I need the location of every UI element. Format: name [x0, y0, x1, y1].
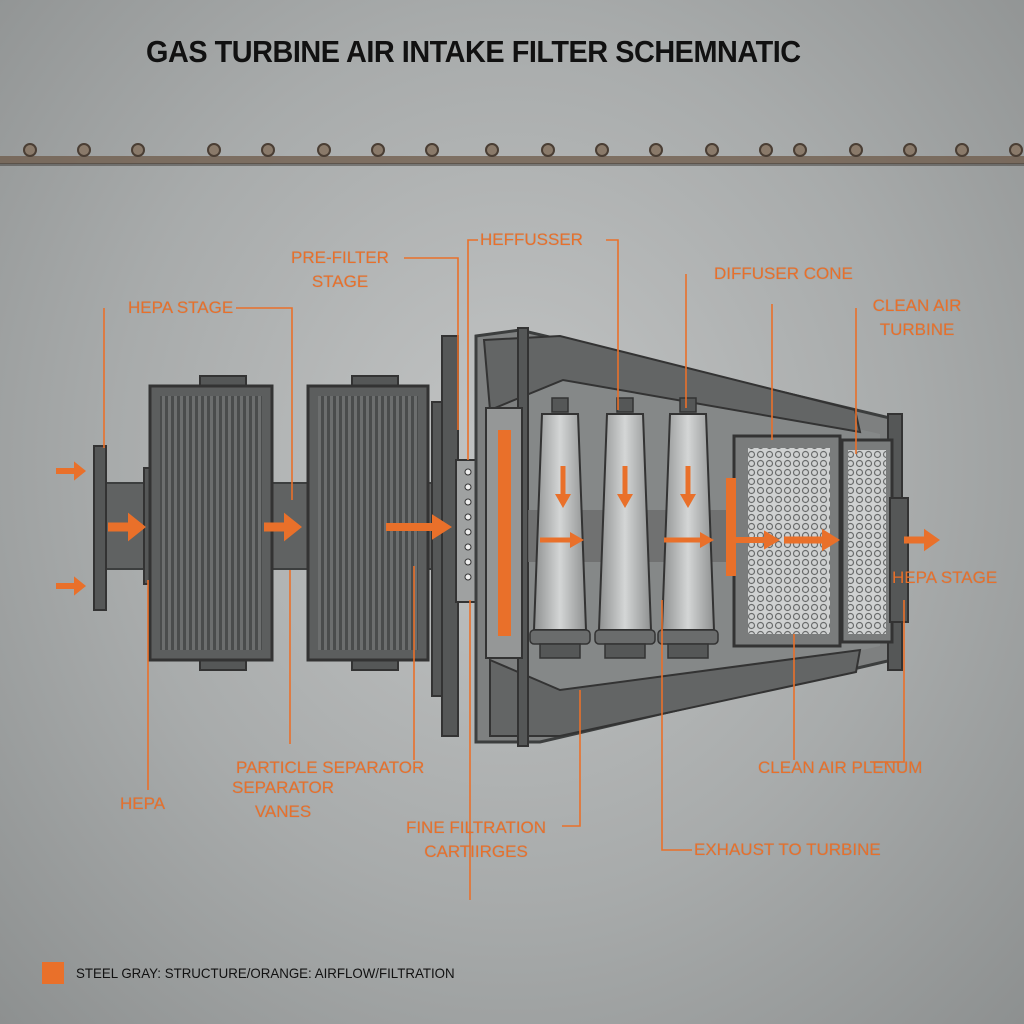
label-hepa-stage-top: HEPA STAGE — [128, 298, 234, 317]
separator-grid — [464, 468, 472, 581]
grid-dot — [464, 573, 472, 581]
rivet — [317, 143, 331, 157]
flow-arrow — [264, 512, 302, 542]
grid-dot — [464, 468, 472, 476]
rivet — [705, 143, 719, 157]
rivet — [849, 143, 863, 157]
rivet — [759, 143, 773, 157]
rivet — [23, 143, 37, 157]
flow-arrow — [736, 530, 780, 550]
leader-line — [404, 257, 459, 430]
flow-arrow — [664, 532, 714, 548]
flow-arrow — [108, 512, 146, 542]
outlet-duct — [889, 497, 909, 623]
rivet — [793, 143, 807, 157]
flow-arrow — [56, 461, 86, 481]
label-hepa-stage-right: HEPA STAGE — [892, 568, 998, 587]
rivet — [207, 143, 221, 157]
leader-line — [236, 307, 293, 500]
grid-dot — [464, 513, 472, 521]
label-particle-separator: PARTICLE SEPARATOR — [236, 758, 425, 777]
legend-swatch — [42, 962, 64, 984]
rivet — [371, 143, 385, 157]
label-exhaust-to-turbine: EXHAUST TO TURBINE — [694, 840, 881, 859]
leader-line — [870, 600, 905, 763]
grid-dot — [464, 558, 472, 566]
rivet-row — [23, 143, 1023, 157]
flow-arrow-down — [555, 466, 571, 508]
flow-arrow-down — [617, 466, 633, 508]
grid-dot — [464, 483, 472, 491]
grid-dot — [464, 528, 472, 536]
riveted-seam — [0, 143, 1024, 166]
rivet — [261, 143, 275, 157]
leader-line — [467, 239, 478, 460]
rivet — [955, 143, 969, 157]
rivet — [425, 143, 439, 157]
rivet — [1009, 143, 1023, 157]
filter-cartridge — [529, 397, 591, 659]
grid-dot — [464, 543, 472, 551]
rivet — [485, 143, 499, 157]
pre-filter-panel — [148, 375, 274, 671]
label-hepa: HEPA — [120, 794, 166, 813]
label-clean-air-turbine: CLEAN AIR TURBINE — [872, 296, 962, 339]
rivet — [77, 143, 91, 157]
rivet — [649, 143, 663, 157]
label-pre-filter-stage: PRE-FILTER STAGE — [291, 248, 389, 291]
flow-arrow — [386, 514, 452, 540]
filter-cartridge — [657, 397, 719, 659]
label-separator-vanes: SEPARATOR VANES — [231, 778, 335, 821]
grid-dot — [464, 498, 472, 506]
label-diffuser-cone: DIFFUSER CONE — [714, 264, 853, 283]
legend: STEEL GRAY: STRUCTURE/ORANGE: AIRFLOW/FI… — [42, 962, 475, 984]
flow-arrow — [784, 528, 840, 552]
diagram-title: GAS TURBINE AIR INTAKE FILTER SCHEMNATIC — [146, 34, 801, 69]
flow-arrow — [56, 576, 86, 596]
filter-cartridge — [594, 397, 656, 659]
filter-cartridges — [529, 397, 719, 659]
label-clean-air-plenum: CLEAN AIR PLENUM — [758, 758, 923, 777]
airflow-arrows — [56, 461, 940, 596]
leader-lines — [103, 239, 905, 900]
label-fine-filtration-cartridges: FINE FILTRATION CARTIIRGES — [405, 818, 547, 861]
flow-arrow — [540, 532, 584, 548]
rivet — [541, 143, 555, 157]
flow-arrow-down — [680, 466, 696, 508]
flow-arrow — [904, 528, 940, 552]
leader-line — [661, 600, 692, 851]
rivet — [903, 143, 917, 157]
leader-line — [606, 239, 619, 410]
leader-line — [562, 690, 581, 827]
label-heffusser: HEFFUSSER — [480, 230, 583, 249]
rivet — [595, 143, 609, 157]
rivet — [131, 143, 145, 157]
legend-text: STEEL GRAY: STRUCTURE/ORANGE: AIRFLOW/FI… — [76, 965, 455, 981]
